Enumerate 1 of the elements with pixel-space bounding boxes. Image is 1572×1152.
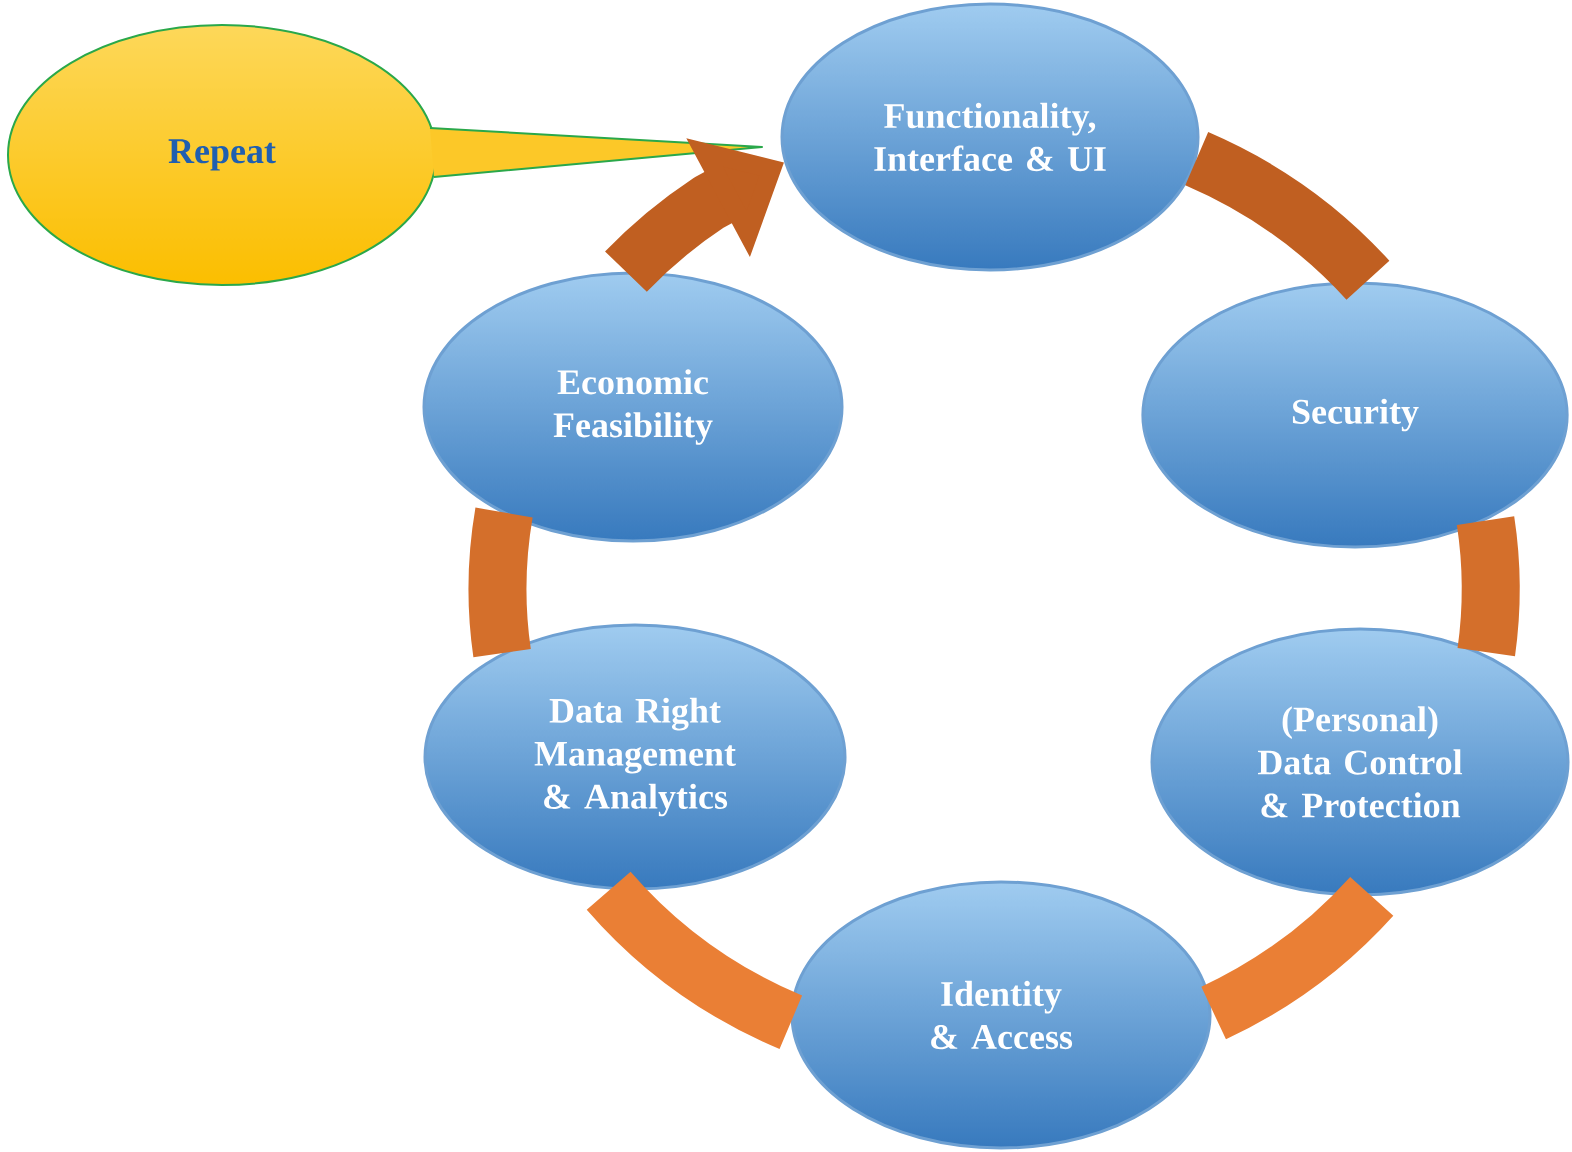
speech-bubble: Repeat bbox=[7, 24, 763, 286]
